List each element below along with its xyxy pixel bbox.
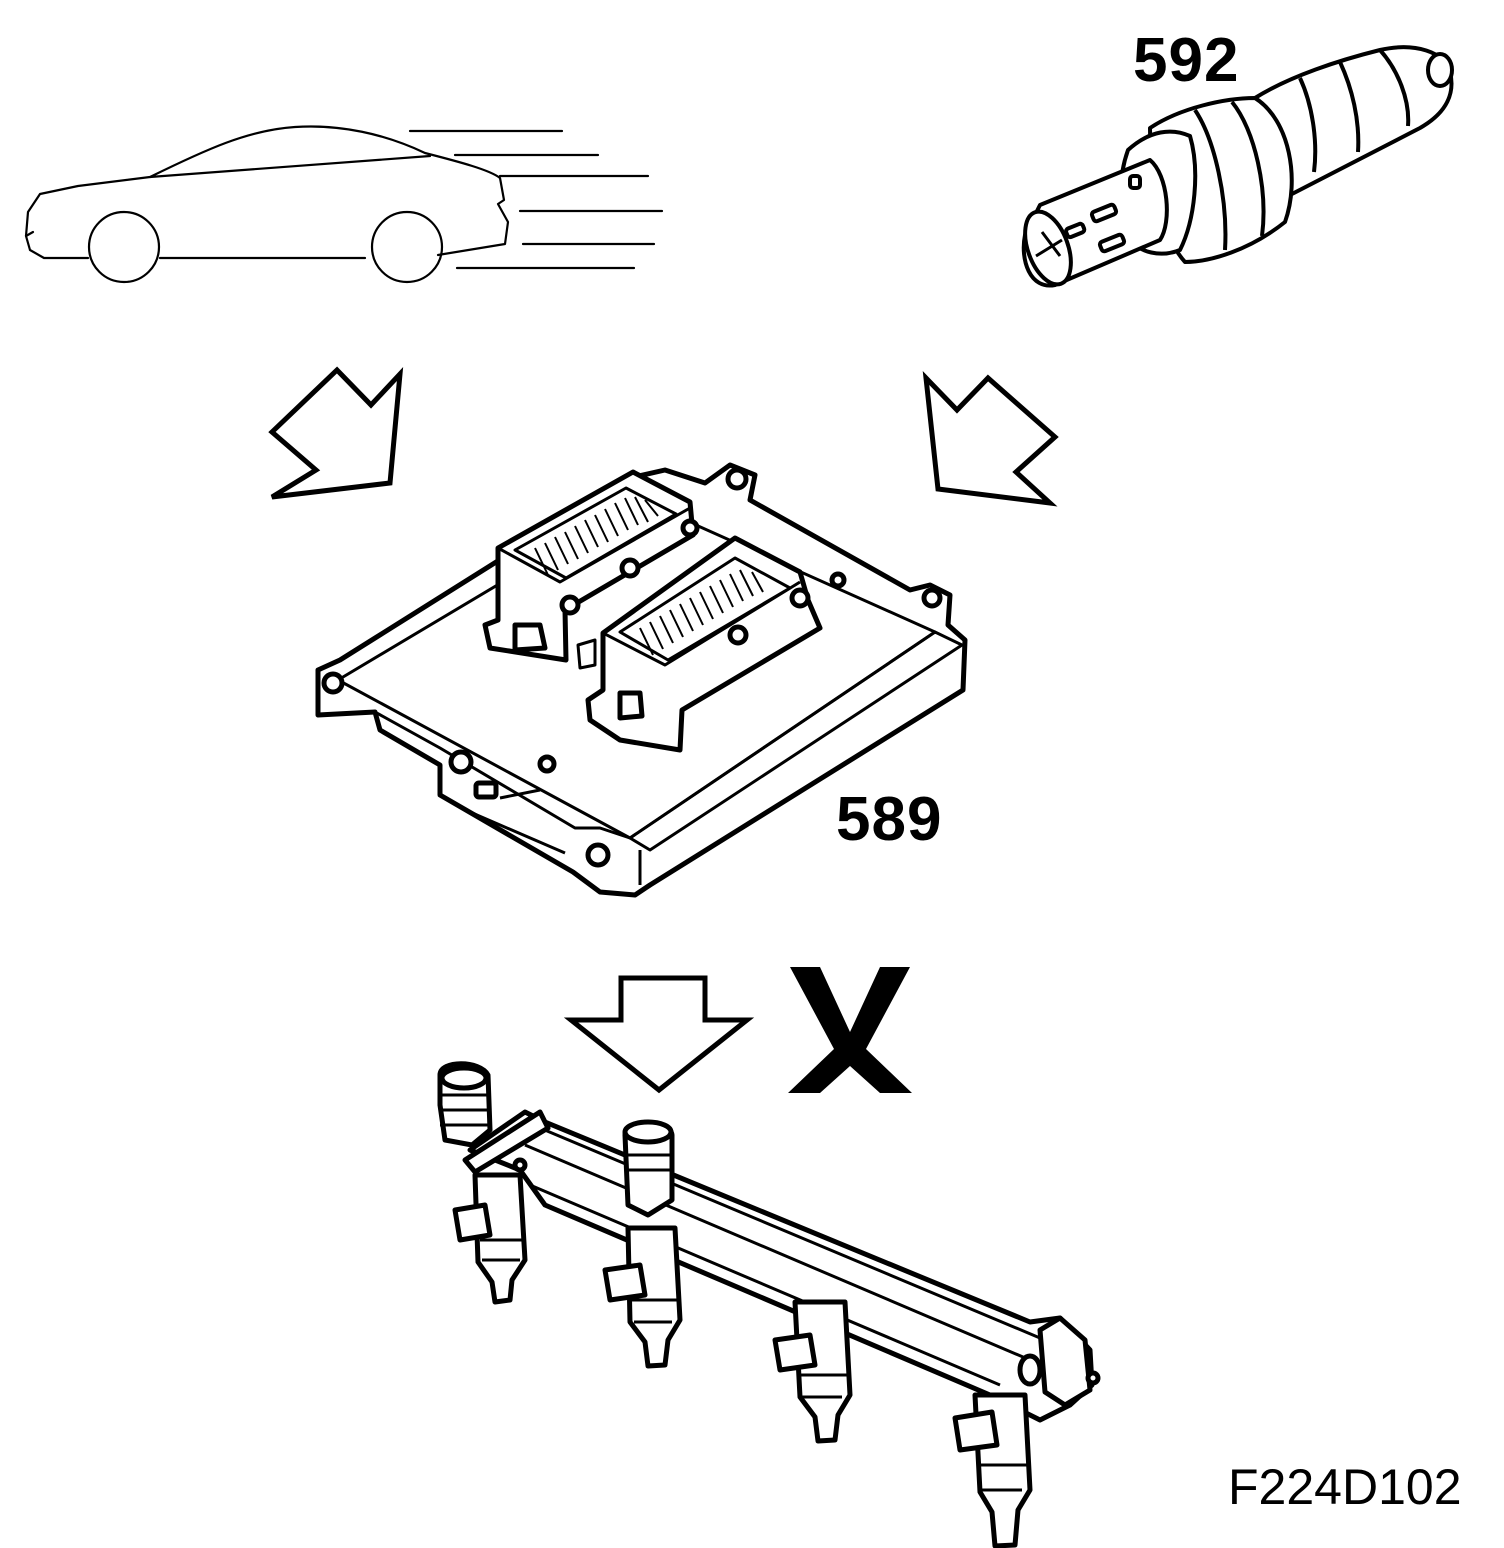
cross-mark-icon <box>788 967 912 1093</box>
arrow-sensor-to-module <box>922 371 1059 507</box>
oxygen-sensor-label: 592 <box>1133 26 1240 95</box>
control-module-label: 589 <box>836 785 943 854</box>
figure-id: F224D102 <box>1228 1459 1462 1515</box>
moving-car-icon <box>24 125 664 284</box>
engine-control-module-icon <box>315 462 968 898</box>
fuel-rail-injectors-icon <box>437 1061 1101 1548</box>
arrow-car-to-module <box>268 366 404 500</box>
oxygen-sensor-icon <box>1021 45 1454 288</box>
arrow-module-to-rail <box>563 975 755 1094</box>
